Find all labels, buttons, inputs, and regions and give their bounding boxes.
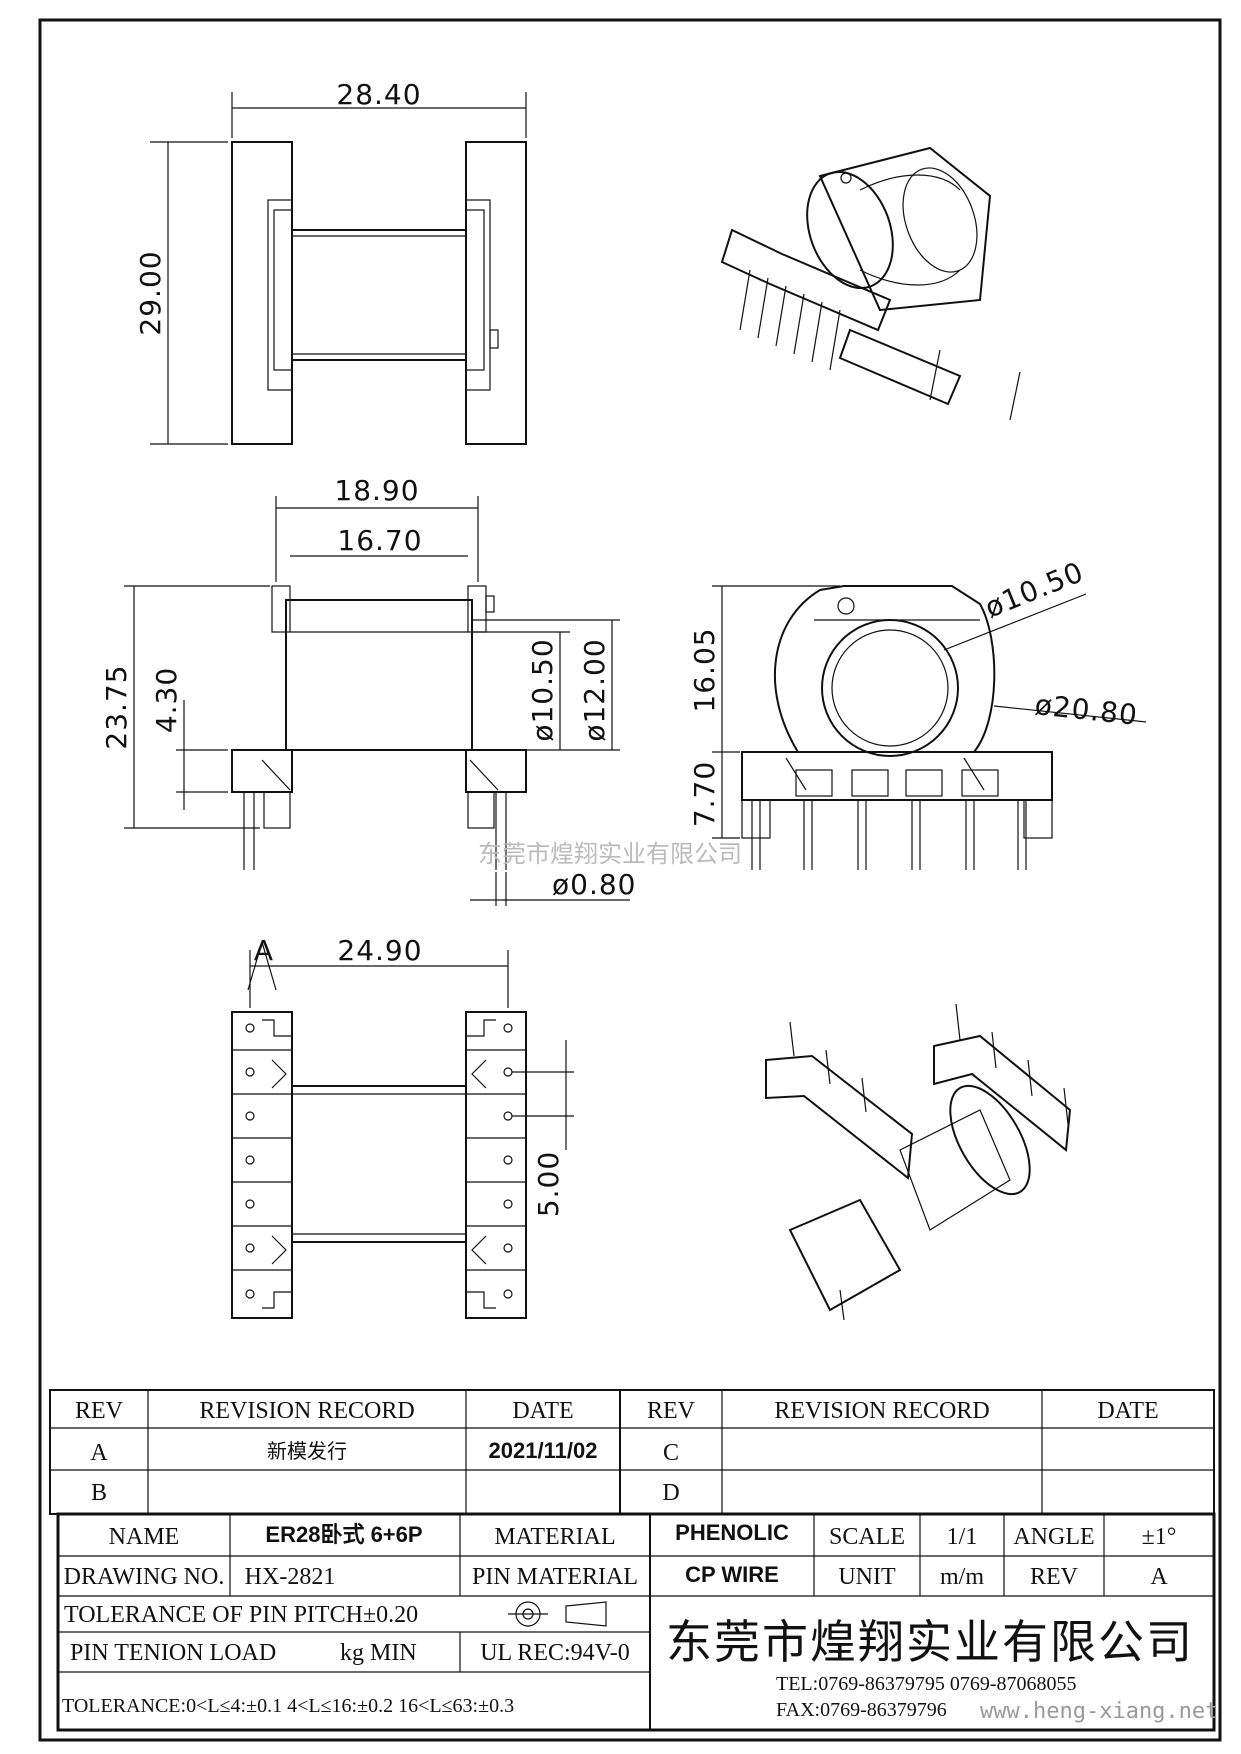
company-fax: FAX:0769-86379796: [776, 1699, 947, 1721]
iso-view-top: [720, 146, 1021, 421]
unit-value: m/m: [940, 1564, 984, 1590]
rev-label: REV: [1030, 1564, 1079, 1590]
revision-table: REV REVISION RECORD DATE REV REVISION RE…: [49, 1389, 1215, 1515]
pin-tension-label: PIN TENION LOAD: [70, 1640, 276, 1666]
tolerance-general: TOLERANCE:0<L≤4:±0.1 4<L≤16:±0.2 16<L≤63…: [62, 1695, 514, 1717]
iso-view-bottom: [765, 1003, 1072, 1321]
dim-side-flange-dia: ø20.80: [1033, 688, 1139, 732]
dim-bottom-width: 24.90: [337, 934, 422, 967]
rev-header: REV: [75, 1398, 124, 1424]
dim-front-base: 4.30: [150, 667, 183, 733]
dim-top-height: 29.00: [134, 250, 167, 335]
dim-side-base: 7.70: [688, 761, 721, 827]
drawing-no-value: HX-2821: [245, 1564, 336, 1590]
dim-side-height: 16.05: [688, 627, 721, 712]
angle-value: ±1°: [1142, 1524, 1177, 1550]
ul-rec: UL REC:94V-0: [480, 1640, 630, 1666]
date-a: 2021/11/02: [489, 1438, 598, 1463]
dim-front-inner-dia: ø10.50: [526, 638, 559, 741]
sheet-border: [38, 18, 1222, 1742]
rev-c: C: [663, 1440, 679, 1466]
rev-header-2: REV: [647, 1398, 696, 1424]
pin-tension-unit: kg MIN: [340, 1640, 417, 1666]
bottom-view: 24.90 A 5.00: [231, 934, 574, 1319]
dim-pin-dia: ø0.80: [552, 868, 636, 901]
title-block: NAME ER28卧式 6+6P MATERIAL PHENOLIC SCALE…: [56, 1512, 1218, 1732]
pin-material-label: PIN MATERIAL: [472, 1564, 638, 1590]
top-view: 28.40 29.00: [134, 78, 527, 445]
dim-front-inner: 16.70: [337, 524, 422, 557]
revision-record-header: REVISION RECORD: [199, 1398, 414, 1424]
scale-label: SCALE: [829, 1524, 905, 1550]
projection-symbol-icon: [508, 1601, 607, 1627]
rev-a: A: [90, 1440, 108, 1466]
dim-front-outer-dia: ø12.00: [578, 638, 611, 741]
tolerance-pitch: TOLERANCE OF PIN PITCH±0.20: [64, 1602, 418, 1628]
rev-value: A: [1150, 1564, 1168, 1590]
date-header-2: DATE: [1097, 1398, 1158, 1424]
date-header: DATE: [512, 1398, 573, 1424]
pin-material-value: CP WIRE: [685, 1562, 779, 1587]
front-view: 18.90 16.70 23.75 4.30 ø10.50 ø12.00 ø0.…: [100, 474, 636, 906]
company-tel: TEL:0769-86379795 0769-87068055: [776, 1673, 1077, 1695]
section-label: A: [254, 934, 274, 967]
angle-label: ANGLE: [1013, 1524, 1094, 1550]
company-name: 东莞市煌翔实业有限公司: [666, 1615, 1194, 1669]
unit-label: UNIT: [838, 1564, 896, 1590]
drawing-no-label: DRAWING NO.: [64, 1564, 225, 1590]
name-value: ER28卧式 6+6P: [265, 1522, 422, 1547]
dim-front-outer: 18.90: [334, 474, 419, 507]
dim-front-height: 23.75: [100, 664, 133, 749]
material-label: MATERIAL: [494, 1524, 615, 1550]
material-value: PHENOLIC: [675, 1520, 789, 1545]
watermark: 东莞市煌翔实业有限公司: [478, 840, 742, 868]
dim-pin-pitch: 5.00: [532, 1151, 565, 1217]
company-website: www.heng-xiang.net: [980, 1699, 1218, 1724]
revision-record-header-2: REVISION RECORD: [774, 1398, 989, 1424]
rev-b: B: [91, 1480, 107, 1506]
dim-top-width: 28.40: [336, 78, 421, 111]
name-label: NAME: [109, 1524, 180, 1550]
revision-record-a: 新模发行: [267, 1440, 347, 1463]
rev-d: D: [662, 1480, 679, 1506]
side-view: 16.05 7.70 ø10.50 ø20.80: [688, 555, 1147, 870]
scale-value: 1/1: [947, 1524, 978, 1550]
